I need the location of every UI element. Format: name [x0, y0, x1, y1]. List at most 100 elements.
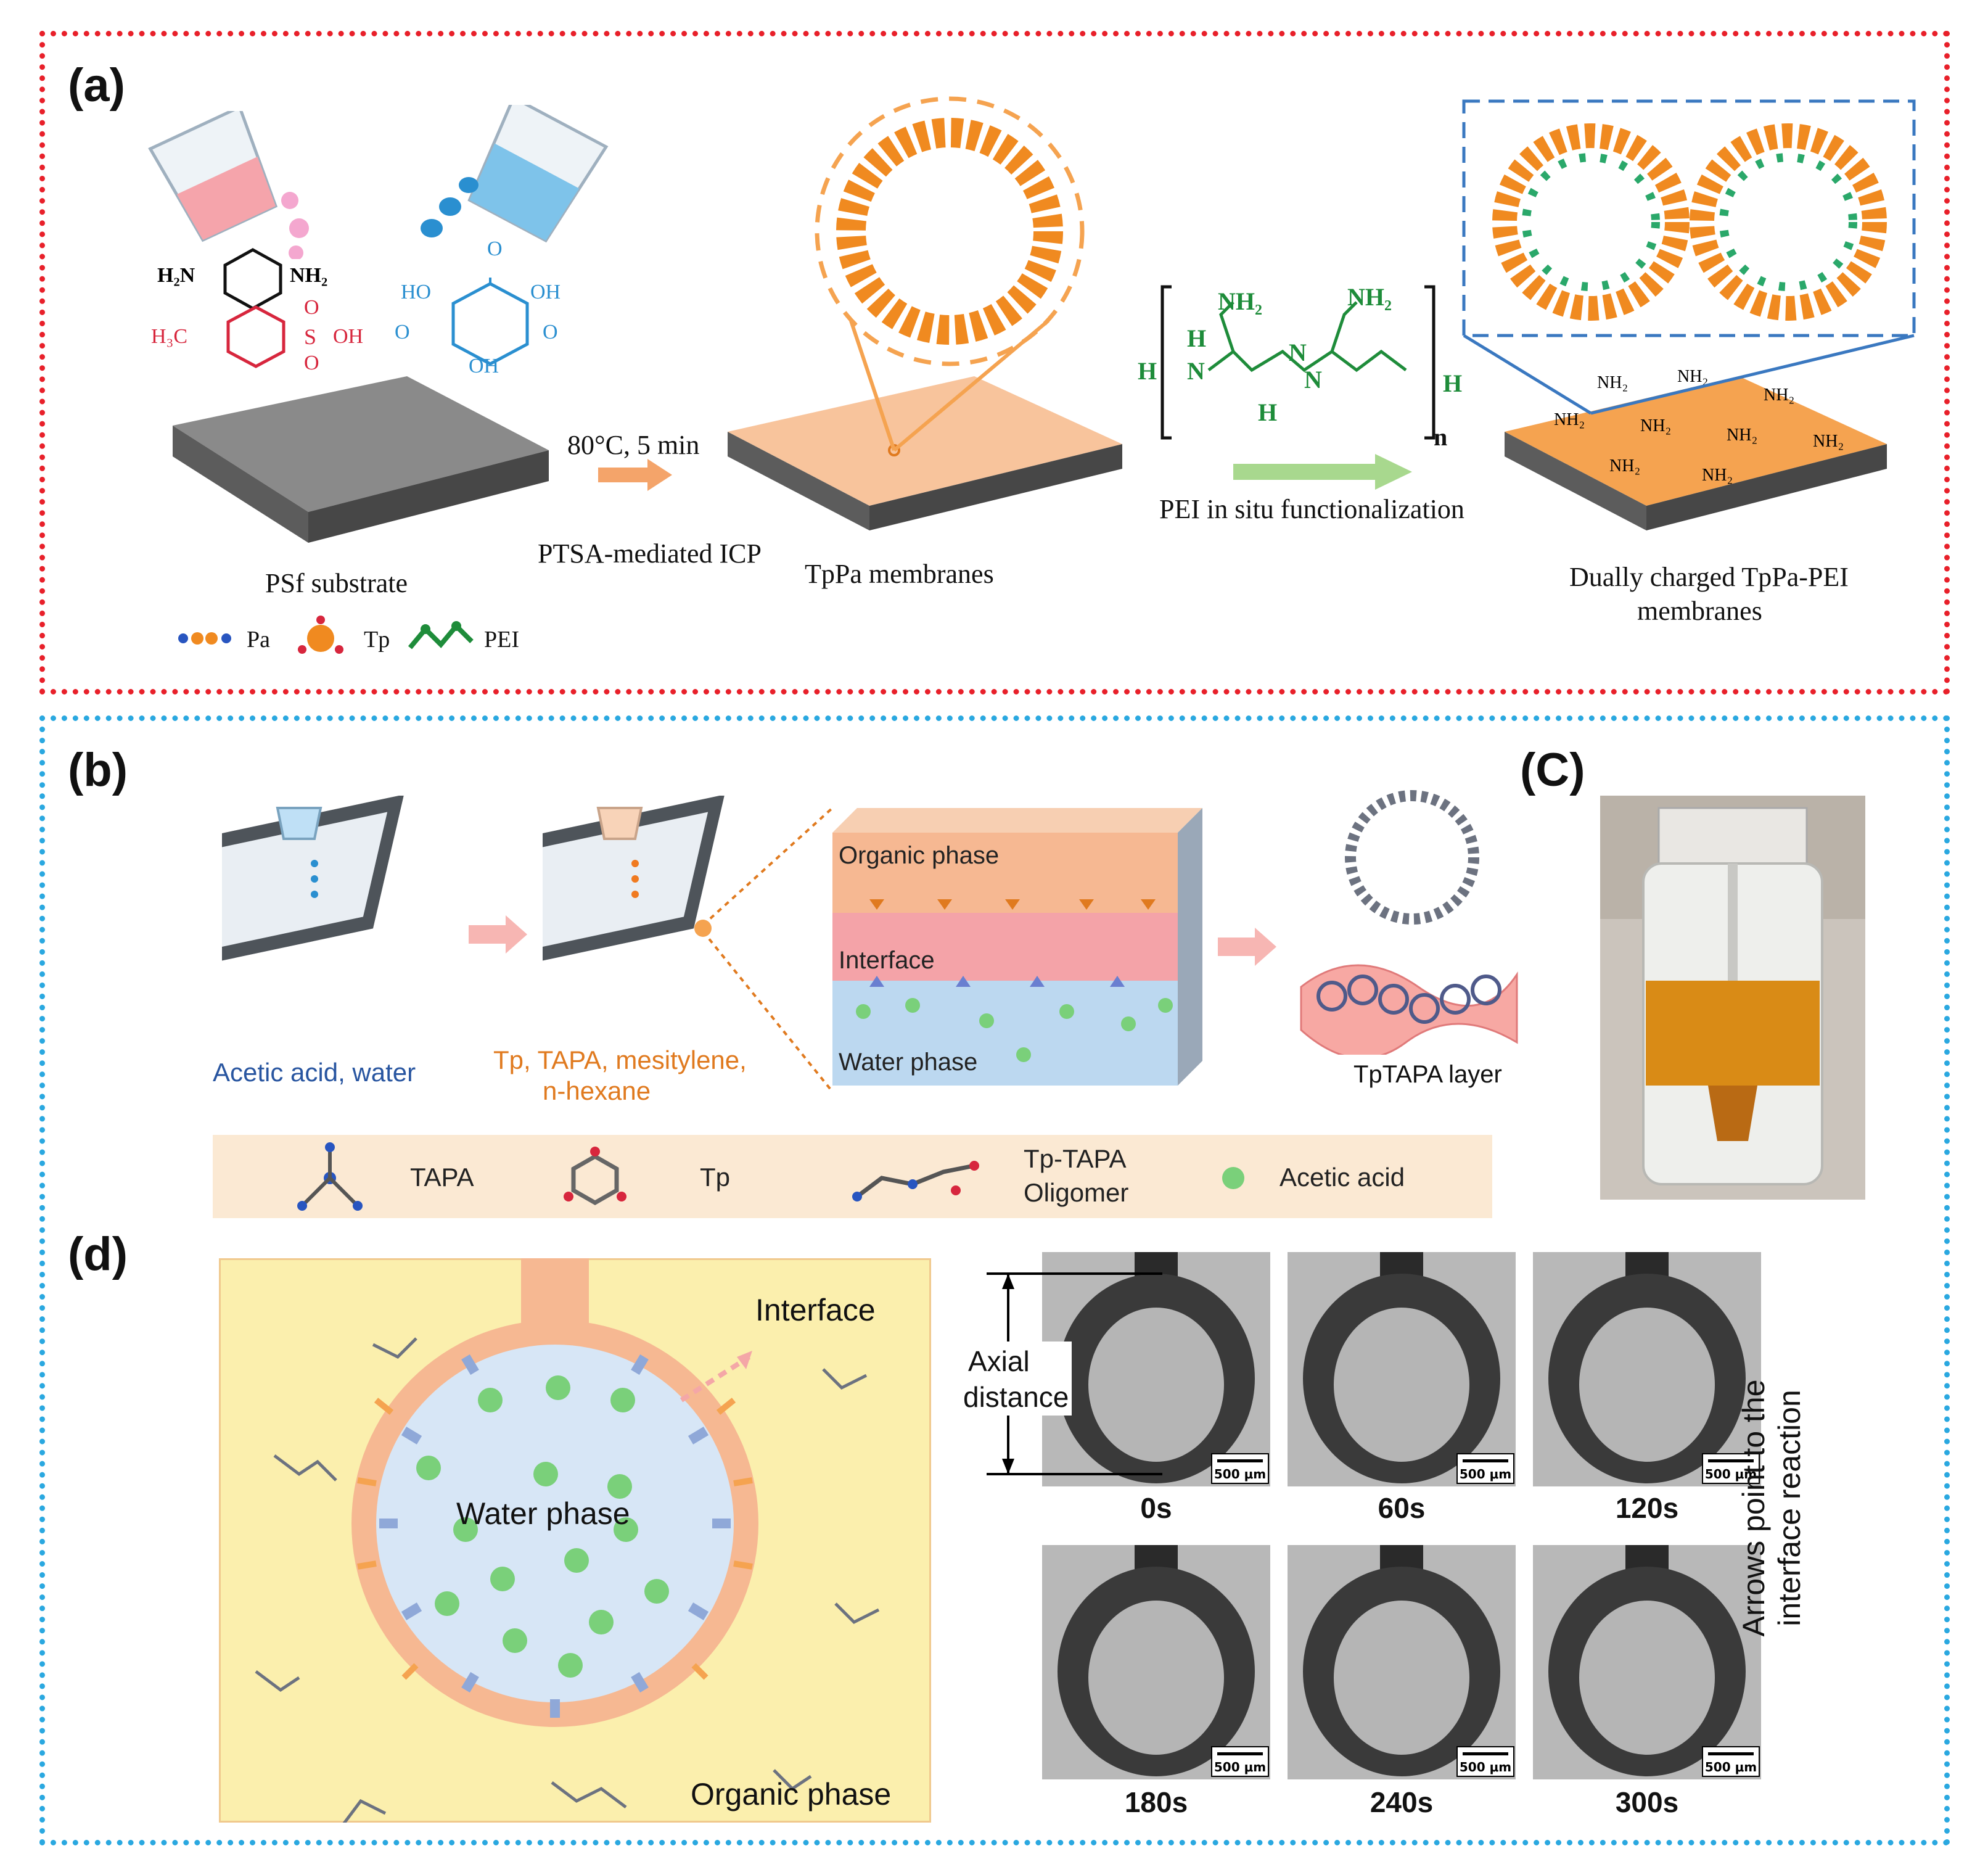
- acetic-acid-legend-icon: [1222, 1167, 1244, 1189]
- panel-d-label: (d): [68, 1228, 128, 1280]
- tppa-pei-zoom-box: [1462, 99, 1916, 415]
- b-step2-caption-line2: n-hexane: [543, 1076, 651, 1105]
- surface-nh2-3: NH₂: [1764, 385, 1795, 405]
- ptsa-o-top: O: [304, 296, 319, 319]
- organic-phase-label-d: Organic phase: [691, 1777, 892, 1811]
- side-note-line2: interface reaction: [1772, 1390, 1807, 1626]
- tp-o-top: O: [487, 237, 503, 260]
- tp-o-right: O: [543, 321, 558, 344]
- drops-pink: [281, 192, 309, 259]
- scale-bar-120s: 500 μm: [1702, 1453, 1760, 1484]
- tppa-membrane: [728, 376, 1122, 530]
- tppa-caption: TpPa membranes: [805, 559, 994, 589]
- axial-distance-line1: Axial: [968, 1345, 1030, 1377]
- scale-bar-60s: 500 μm: [1456, 1453, 1514, 1484]
- tapa-legend-icon: [297, 1142, 363, 1211]
- pa-legend-icon: [178, 632, 231, 645]
- axial-distance-bracket: [987, 1272, 1162, 1475]
- surface-nh2-9: NH₂: [1702, 466, 1733, 485]
- ptsa-o-bottom: O: [304, 352, 319, 374]
- tp-legend-icon-b: [564, 1147, 626, 1206]
- pei-subscript-n: n: [1434, 423, 1448, 451]
- beaker-blue-icon: [467, 105, 609, 243]
- time-label-300s: 300s: [1615, 1786, 1679, 1818]
- tp-oh-bottom: OH: [469, 355, 499, 377]
- psf-caption: PSf substrate: [265, 568, 408, 598]
- arrow-right-pink-icon: [469, 915, 527, 954]
- tppa-zoom-callout: [815, 96, 1085, 452]
- step2-caption: PEI in situ functionalization: [1159, 494, 1464, 524]
- pei-n-left: N: [1187, 357, 1205, 385]
- water-phase-label-d: Water phase: [456, 1496, 630, 1531]
- tp-ho-left: HO: [401, 281, 432, 303]
- tptapa-layer: [1300, 790, 1518, 1055]
- micrograph-180s: [1042, 1545, 1270, 1779]
- ptsa-ring: [226, 305, 285, 368]
- panel-a-label: (a): [68, 59, 125, 112]
- phase-block: [832, 808, 1202, 1086]
- panel-c-label: (C): [1520, 744, 1585, 796]
- pei-h-bottom: H: [1258, 398, 1278, 426]
- pei-h-right: H: [1443, 369, 1463, 397]
- tray-2: [543, 796, 725, 970]
- droplet-schematic: [219, 1258, 931, 1823]
- pei-legend-icon: [408, 621, 474, 649]
- oligomer-legend-icon: [852, 1161, 979, 1201]
- micrograph-300s: [1533, 1545, 1761, 1779]
- pei-bonds: [1160, 285, 1436, 440]
- micrograph-120s: [1533, 1252, 1761, 1486]
- final-caption-line1: Dually charged TpPa-PEI: [1569, 562, 1849, 592]
- legend-tapa-label: TAPA: [410, 1163, 474, 1192]
- axial-distance-line2: distance: [963, 1381, 1069, 1413]
- surface-nh2-4: NH₂: [1554, 410, 1585, 429]
- tp-o-left: O: [395, 321, 410, 344]
- time-label-240s: 240s: [1370, 1786, 1434, 1818]
- zoom-lines-b: [694, 807, 834, 1093]
- interface-label-d: Interface: [755, 1293, 876, 1327]
- surface-nh2-5: NH₂: [1640, 416, 1672, 435]
- legend-pei-label: PEI: [484, 627, 519, 653]
- water-phase-label-b: Water phase: [839, 1049, 978, 1076]
- psf-substrate: [173, 376, 549, 543]
- arrow-right-green-icon: [1233, 454, 1412, 490]
- panel-b-label: (b): [68, 744, 128, 796]
- interface-label-b: Interface: [839, 947, 935, 974]
- arrow-right-icon: [598, 459, 672, 491]
- scale-bar-180s: 500 μm: [1211, 1746, 1269, 1777]
- panel-bcd-border: [39, 715, 1950, 1845]
- micrograph-240s: [1288, 1545, 1516, 1779]
- tp-oh-right: OH: [530, 281, 561, 303]
- surface-nh2-7: NH₂: [1813, 432, 1844, 451]
- pa-amine-left: H₂N: [157, 264, 195, 287]
- tp-ring: [451, 278, 529, 366]
- tp-legend-icon: [298, 616, 343, 654]
- time-label-0s: 0s: [1140, 1492, 1172, 1524]
- legend-tp-label-b: Tp: [700, 1163, 731, 1192]
- surface-nh2-8: NH₂: [1609, 456, 1641, 476]
- ptsa-oh: OH: [333, 325, 364, 348]
- tray-1: [222, 796, 405, 970]
- ptsa-s: S: [304, 324, 317, 349]
- surface-nh2-6: NH₂: [1727, 426, 1758, 445]
- time-label-60s: 60s: [1378, 1492, 1426, 1524]
- b-step1-caption: Acetic acid, water: [213, 1058, 416, 1087]
- surface-nh2-1: NH₂: [1597, 373, 1629, 392]
- condition-text: 80°C, 5 min: [567, 430, 700, 460]
- scale-bar-0s: 500 μm: [1211, 1453, 1269, 1484]
- pa-amine-right: NH₂: [290, 264, 328, 287]
- pei-n-mid1: N: [1289, 339, 1307, 366]
- tppa-pei-membrane: [1505, 376, 1887, 530]
- step1-caption: PTSA-mediated ICP: [538, 538, 762, 569]
- scale-bar-240s: 500 μm: [1456, 1746, 1514, 1777]
- arrow-right-pink-icon: [1218, 928, 1276, 966]
- micrograph-60s: [1288, 1252, 1516, 1486]
- ptsa-methyl: H₃C: [151, 325, 188, 348]
- pei-h-left: H: [1138, 357, 1157, 385]
- scale-bar-300s: 500 μm: [1702, 1746, 1760, 1777]
- final-caption-line2: membranes: [1637, 596, 1762, 626]
- side-note: Arrows point to the interface reaction: [1736, 1335, 1816, 1681]
- legend-oligomer-line2: Oligomer: [1024, 1178, 1129, 1207]
- time-label-120s: 120s: [1615, 1492, 1679, 1524]
- tptapa-caption: TpTAPA layer: [1353, 1061, 1502, 1088]
- legend-pa-label: Pa: [247, 627, 270, 653]
